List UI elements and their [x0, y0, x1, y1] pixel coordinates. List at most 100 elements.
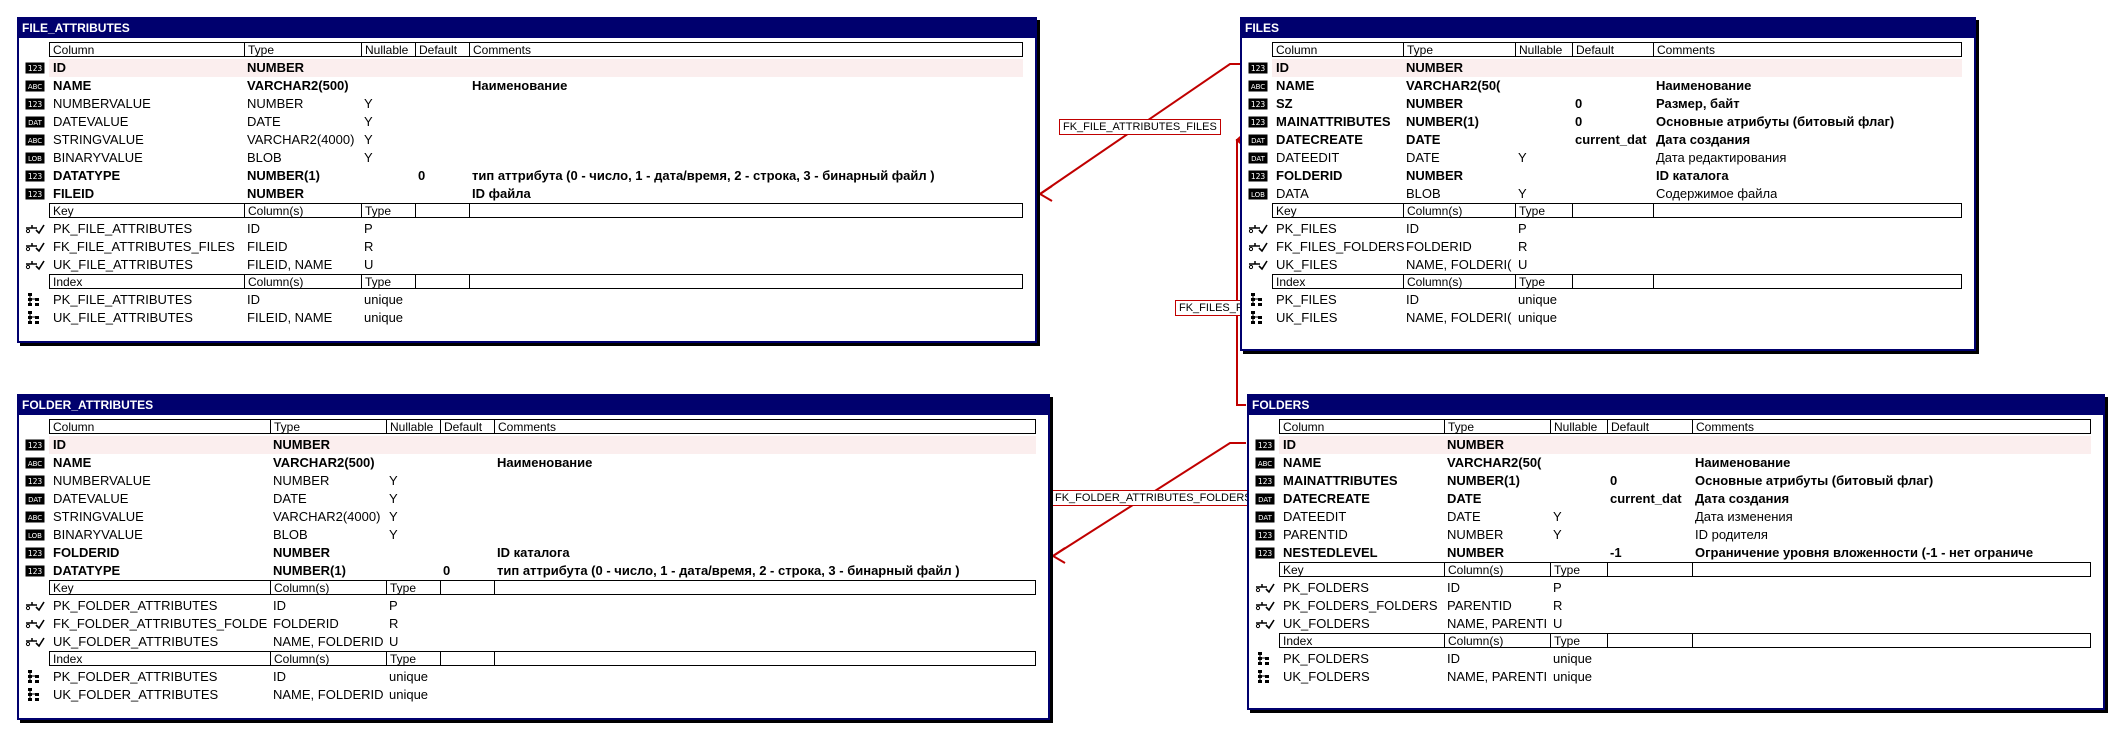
svg-text:DAT: DAT	[1251, 155, 1266, 163]
column-default	[443, 490, 495, 508]
key-columns: FILEID	[247, 239, 288, 254]
column-comment: Размер, байт	[1656, 96, 1740, 111]
header-column: Column	[1283, 420, 1325, 433]
column-nullable	[364, 77, 416, 95]
header-type: Type	[244, 43, 361, 56]
column-comment: Дата редактирования	[1656, 150, 1787, 165]
header-nullable: Nullable	[361, 43, 415, 56]
table-title[interactable]: FILES	[1242, 19, 1974, 38]
blob-icon: LOB	[1248, 188, 1268, 200]
crowfoot-folder-attributes	[1051, 547, 1066, 564]
index-icon	[25, 293, 45, 306]
header-columns: Column(s)	[1403, 275, 1515, 288]
column-nullable: Y	[364, 114, 373, 129]
column-default	[418, 185, 470, 203]
column-name: DATEEDIT	[1276, 150, 1340, 165]
column-comment: ID каталога	[497, 545, 570, 560]
date-icon: DAT	[25, 116, 45, 128]
header-type: Type	[1550, 563, 1607, 576]
column-comment: ID каталога	[1656, 168, 1729, 183]
svg-text:123: 123	[28, 567, 43, 576]
index-type: unique	[389, 687, 429, 702]
table-title[interactable]: FILE_ATTRIBUTES	[19, 19, 1035, 38]
column-type: NUMBER	[247, 96, 304, 111]
column-default	[1610, 436, 1693, 454]
number-icon: 123	[25, 475, 45, 487]
column-nullable	[1518, 131, 1573, 149]
header-nullable: Nullable	[1515, 43, 1572, 56]
table-title[interactable]: FOLDER_ATTRIBUTES	[19, 396, 1048, 415]
number-icon: 123	[25, 98, 45, 110]
column-comment: Дата создания	[1656, 132, 1751, 147]
table-title[interactable]: FOLDERS	[1249, 396, 2103, 415]
svg-text:123: 123	[28, 172, 43, 181]
column-name: NUMBERVALUE	[53, 473, 151, 488]
column-type: BLOB	[273, 527, 308, 542]
header-default: Default	[440, 420, 494, 433]
column-type: NUMBER	[1447, 545, 1505, 560]
column-default	[1610, 508, 1693, 526]
svg-text:123: 123	[28, 477, 43, 486]
